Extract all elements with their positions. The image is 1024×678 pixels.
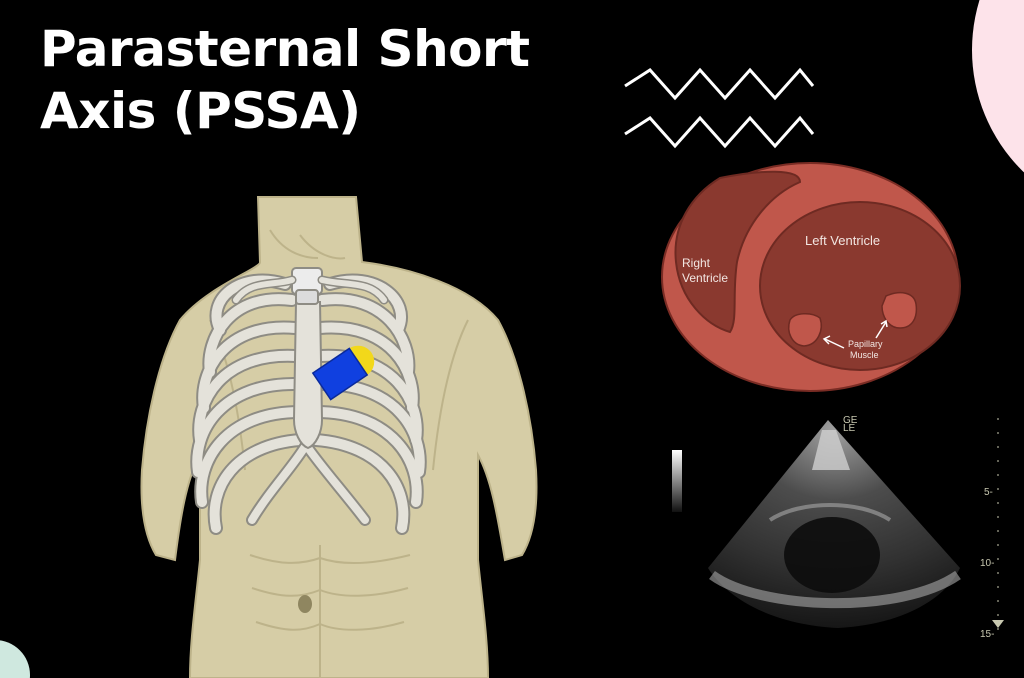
papillary-label-2: Muscle (850, 350, 879, 360)
title-line-2: Axis (PSSA) (40, 82, 361, 140)
heart-cross-section: Right Ventricle Left Ventricle Papillary… (661, 162, 961, 392)
depth-tick-10: 10- (980, 558, 994, 569)
echocardiogram-image: GE LE 5- 10- 15- (672, 415, 1004, 640)
zigzag-decoration (624, 67, 815, 149)
ultrasound-probe (311, 345, 375, 401)
title-line-1: Parasternal Short (40, 20, 530, 78)
grayscale-bar (672, 450, 682, 512)
echo-corner-mark-2: LE (843, 423, 856, 434)
echo-lv-cavity (784, 517, 880, 593)
focus-marker-icon (992, 620, 1004, 628)
papillary-label-1: Papillary (848, 339, 883, 349)
echo-corner-mark-1: GE (843, 415, 858, 426)
rib-cage (190, 267, 427, 535)
papillary-muscle-right (881, 291, 918, 329)
left-ventricle-label: Left Ventricle (805, 233, 880, 248)
papillary-muscle-left (788, 313, 822, 347)
right-ventricle-chamber (674, 170, 802, 334)
right-ventricle-label-2: Ventricle (682, 271, 728, 285)
papillary-arrows (822, 319, 888, 349)
right-ventricle-label-1: Right (682, 256, 711, 270)
depth-tick-15: 15- (980, 629, 994, 640)
depth-tick-5: 5- (984, 487, 993, 498)
page-title: Parasternal Short Axis (PSSA) (40, 18, 530, 142)
